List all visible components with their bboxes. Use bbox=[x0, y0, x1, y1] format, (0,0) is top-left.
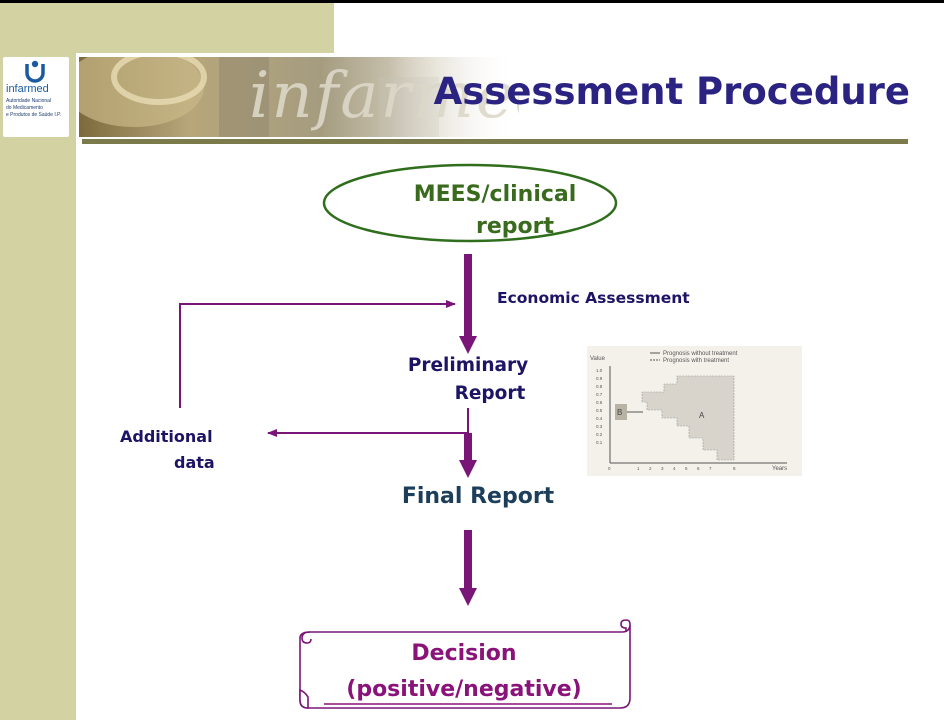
prognosis-inset-chart: Prognosis without treatment Prognosis wi… bbox=[587, 346, 802, 476]
x-axis-label: Years bbox=[772, 466, 787, 472]
infarmed-logo: infarmed Autoridade Nacional do Medicame… bbox=[3, 57, 69, 137]
arrow-mees-to-preliminary bbox=[459, 254, 477, 354]
mees-node-ellipse bbox=[322, 163, 618, 243]
decision-scroll bbox=[299, 619, 631, 709]
svg-text:0.1: 0.1 bbox=[596, 440, 603, 445]
arrow-final-to-decision bbox=[459, 530, 477, 606]
svg-text:2: 2 bbox=[649, 466, 652, 471]
svg-text:1: 1 bbox=[637, 466, 640, 471]
svg-text:0.4: 0.4 bbox=[596, 416, 603, 421]
x-tick-labels: 0 1 2 3 4 5 6 7 8 bbox=[608, 466, 736, 471]
feedback-loop-arrow bbox=[179, 300, 456, 408]
svg-text:8: 8 bbox=[733, 466, 736, 471]
svg-text:0.9: 0.9 bbox=[596, 376, 603, 381]
y-tick-labels: 1.0 0.9 0.8 0.7 0.6 0.5 0.4 0.3 0.2 0.1 bbox=[596, 368, 603, 445]
svg-text:5: 5 bbox=[685, 466, 688, 471]
logo-name: infarmed bbox=[6, 83, 49, 95]
final-report-node: Final Report bbox=[401, 484, 555, 509]
arrow-preliminary-to-final bbox=[459, 433, 477, 478]
svg-text:0.8: 0.8 bbox=[596, 384, 603, 389]
economic-assessment-label: Economic Assessment bbox=[497, 289, 690, 307]
page-title: Assessment Procedure bbox=[433, 70, 910, 113]
arrow-preliminary-to-additional bbox=[267, 408, 469, 437]
area-a-label: A bbox=[699, 411, 705, 420]
legend-without-treatment: Prognosis without treatment bbox=[663, 351, 738, 357]
additional-data-node: Additional data bbox=[120, 427, 215, 472]
area-b-label: B bbox=[617, 408, 622, 417]
banner-image bbox=[79, 57, 519, 137]
prognosis-chart-svg: Prognosis without treatment Prognosis wi… bbox=[590, 351, 787, 472]
svg-text:3: 3 bbox=[661, 466, 664, 471]
logo-tagline: Autoridade Nacional do Medicamento e Pro… bbox=[6, 98, 62, 118]
svg-text:0.6: 0.6 bbox=[596, 400, 603, 405]
top-rule bbox=[0, 0, 944, 3]
mees-clinical-report-node: MEES/clinical report bbox=[413, 182, 577, 239]
svg-text:0.2: 0.2 bbox=[596, 432, 603, 437]
svg-text:7: 7 bbox=[709, 466, 712, 471]
svg-text:1.0: 1.0 bbox=[596, 368, 603, 373]
header-banner-photo: infarmed bbox=[79, 57, 519, 137]
svg-text:0.7: 0.7 bbox=[596, 392, 603, 397]
banner-photo-text: infarmed bbox=[249, 59, 519, 133]
y-axis-label: Value bbox=[590, 356, 606, 362]
area-b-region bbox=[615, 404, 627, 420]
top-band bbox=[0, 0, 334, 53]
svg-text:6: 6 bbox=[697, 466, 700, 471]
svg-text:4: 4 bbox=[673, 466, 676, 471]
preliminary-report-node: Preliminary Report bbox=[407, 355, 529, 404]
area-a-region bbox=[641, 375, 735, 461]
svg-text:0: 0 bbox=[608, 466, 611, 471]
svg-text:0.5: 0.5 bbox=[596, 408, 603, 413]
legend-with-treatment: Prognosis with treatment bbox=[663, 358, 729, 364]
logo-mark-icon bbox=[25, 60, 45, 83]
decision-node: Decision (positive/negative) bbox=[346, 641, 582, 702]
title-rule bbox=[82, 139, 908, 144]
svg-text:0.3: 0.3 bbox=[596, 424, 603, 429]
